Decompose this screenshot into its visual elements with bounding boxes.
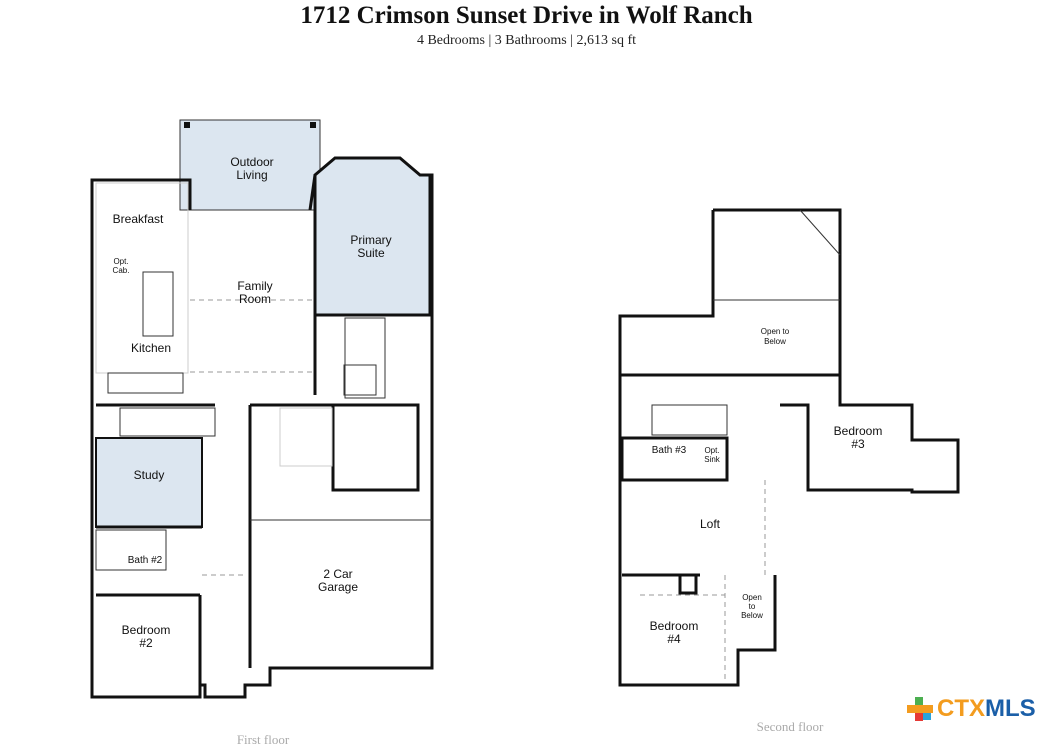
room-label-garage: 2 Car — [323, 567, 352, 581]
room-label-opt-cab-2: Cab. — [113, 266, 130, 275]
room-label-open-to-below-2: Below — [764, 337, 786, 346]
room-label-opt-cab: Opt. — [113, 257, 128, 266]
room-label-study: Study — [134, 468, 165, 482]
outdoor-living-area — [179, 119, 321, 211]
room-label-outdoor-living: Outdoor — [230, 155, 273, 169]
room-label-breakfast: Breakfast — [113, 212, 164, 226]
room-label-primary-suite-2: Suite — [357, 246, 385, 260]
room-label-bath3: Bath #3 — [652, 445, 687, 456]
room-label-open-to-below: Open to — [761, 327, 790, 336]
room-label-open-to-below-upper-2: to — [749, 602, 756, 611]
room-label-opt-sink: Opt. — [704, 446, 719, 455]
first-floor-label: First floor — [237, 732, 290, 745]
logo-mls-text: MLS — [985, 695, 1036, 722]
room-label-bath2: Bath #2 — [128, 555, 163, 566]
room-label-bedroom3: Bedroom — [834, 424, 883, 438]
logo-ctx-text: CTX — [937, 695, 985, 722]
room-label-kitchen: Kitchen — [131, 341, 171, 355]
room-label-loft: Loft — [700, 517, 721, 531]
room-label-primary-suite: Primary — [350, 233, 391, 247]
room-label-open-to-below-upper-3: Below — [741, 611, 763, 620]
room-label-outdoor-living-2: Living — [236, 168, 267, 182]
room-label-open-to-below-upper: Open — [742, 593, 762, 602]
room-label-bedroom4: Bedroom — [650, 619, 699, 633]
room-label-bedroom2-2: #2 — [139, 636, 153, 650]
study-area — [95, 437, 203, 528]
room-label-bedroom3-2: #3 — [851, 437, 865, 451]
room-label-family-room: Family — [237, 279, 272, 293]
room-label-garage-2: Garage — [318, 580, 358, 594]
room-label-bedroom4-2: #4 — [667, 632, 681, 646]
second-floor-label: Second floor — [757, 719, 824, 734]
page-title: 1712 Crimson Sunset Drive in Wolf Ranch — [300, 2, 753, 29]
room-label-family-room-2: Room — [239, 292, 271, 306]
texas-cross-icon — [907, 697, 933, 721]
room-label-opt-sink-2: Sink — [704, 455, 721, 464]
second-floor-plan: Open to Below Bedroom #3 Bath #3 Opt. Si… — [618, 208, 960, 734]
room-label-bedroom2: Bedroom — [122, 623, 171, 637]
first-floor-plan: Outdoor Living Breakfast Opt. Cab. Famil… — [90, 119, 434, 745]
property-summary: 4 Bedrooms | 3 Bathrooms | 2,613 sq ft — [416, 33, 637, 48]
